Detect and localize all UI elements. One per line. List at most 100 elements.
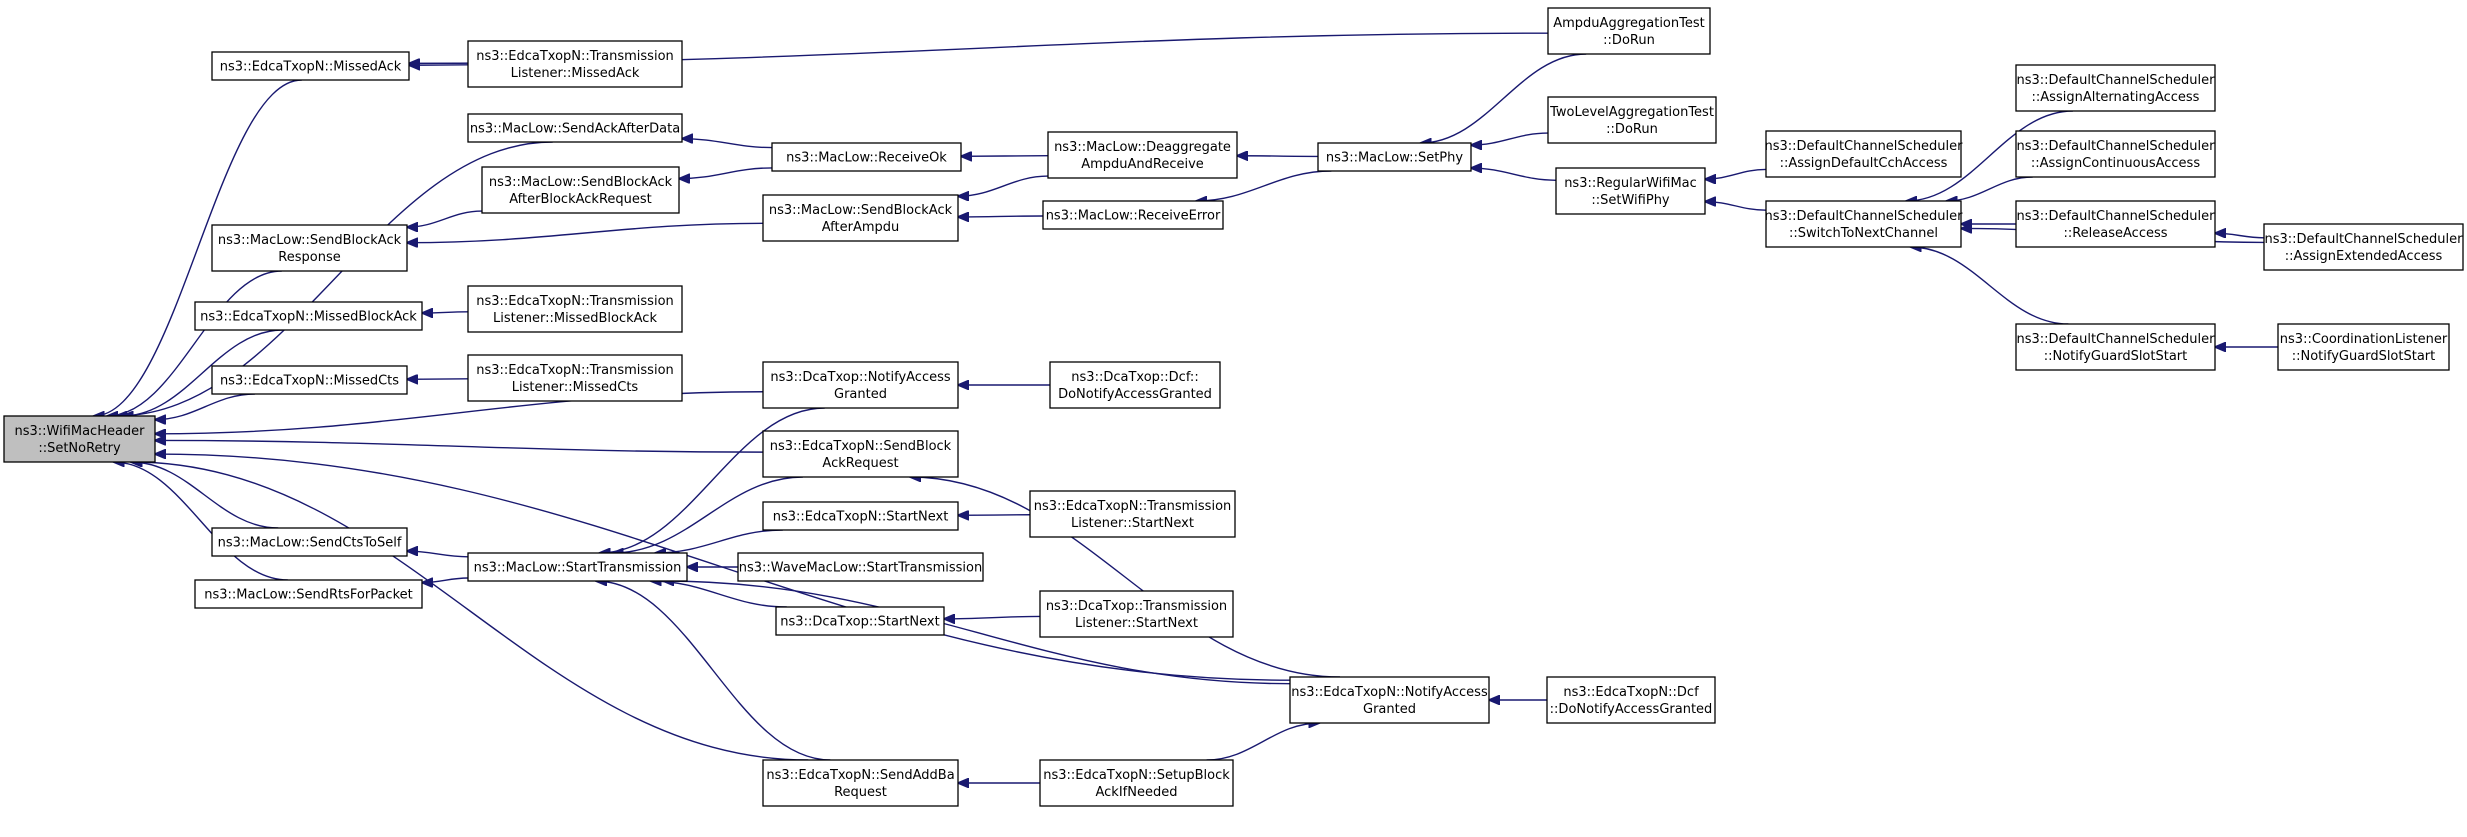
function-node[interactable]: ns3::DcaTxop::TransmissionListener::Star… [1039,590,1234,638]
function-label-line: ns3::MacLow::SendBlockAck [489,175,673,190]
function-node[interactable]: ns3::CoordinationListener::NotifyGuardSl… [2277,323,2450,371]
call-edge-n6-to-n20 [958,175,1049,196]
call-edge-n37-to-n32 [663,581,1291,685]
function-node[interactable]: ns3::MacLow::SendRtsForPacket [194,579,423,609]
function-box [1042,200,1224,230]
function-box [3,415,156,463]
function-box [1039,590,1234,638]
function-label-line: AckIfNeeded [1096,785,1178,800]
function-label-line: ns3::DefaultChannelScheduler [2265,232,2464,247]
function-label-line: Request [834,785,887,800]
call-edge-n32-to-n31 [407,551,469,558]
call-edge-n31-to-n0 [131,462,279,529]
function-node[interactable]: ns3::MacLow::SendBlockAckAfterBlockAckRe… [481,166,680,214]
function-label-line: Listener::MissedAck [511,66,640,81]
function-label-line: ::SetNoRetry [38,441,121,456]
function-node[interactable]: ns3::DefaultChannelScheduler::AssignCont… [2015,130,2216,178]
function-node[interactable]: ns3::EdcaTxopN::TransmissionListener::Mi… [467,40,683,88]
function-node[interactable]: AmpduAggregationTest::DoRun [1547,7,1711,55]
function-node[interactable]: ns3::EdcaTxopN::NotifyAccessGranted [1289,676,1490,724]
function-box [467,552,688,582]
function-label-line: ns3::EdcaTxopN::StartNext [773,510,949,525]
function-node[interactable]: ns3::DefaultChannelScheduler::ReleaseAcc… [2015,200,2216,248]
function-node[interactable]: ns3::DcaTxop::NotifyAccessGranted [762,361,959,409]
function-box [211,224,408,272]
call-edge-n1-to-n0 [94,79,302,416]
function-node[interactable]: ns3::EdcaTxopN::MissedBlockAck [194,301,423,331]
call-edge-n32-to-n34 [422,577,469,583]
call-edge-n28-to-n0 [155,440,764,453]
function-box [467,354,683,402]
function-node[interactable]: ns3::RegularWifiMac::SetWifiPhy [1555,167,1706,215]
function-label-line: ns3::MacLow::SendRtsForPacket [204,588,413,603]
call-edge-n29-to-n32 [655,529,783,553]
function-node[interactable]: ns3::EdcaTxopN::MissedAck [211,51,410,81]
function-box [1546,676,1716,724]
function-label-line: ns3::EdcaTxopN::SendAddBa [766,768,954,783]
function-node[interactable]: ns3::MacLow::StartTransmission [467,552,688,582]
function-node[interactable]: ns3::EdcaTxopN::Dcf::DoNotifyAccessGrant… [1546,676,1716,724]
function-label-line: ns3::MacLow::SendAckAfterData [470,122,680,137]
root-function-node[interactable]: ns3::WifiMacHeader::SetNoRetry [3,415,156,463]
function-label-line: ns3::EdcaTxopN::SetupBlock [1043,768,1230,783]
call-edge-n4-to-n0 [116,141,553,416]
function-label-line: ::AssignAlternatingAccess [2032,90,2200,105]
function-node[interactable]: ns3::DcaTxop::Dcf::DoNotifyAccessGranted [1049,361,1221,409]
function-node[interactable]: ns3::DefaultChannelScheduler::SwitchToNe… [1765,200,1964,248]
function-box [762,501,959,531]
function-label-line: ns3::EdcaTxopN::MissedBlockAck [200,310,417,325]
function-box [762,194,959,242]
function-box [737,552,984,582]
function-label-line: ns3::EdcaTxopN::NotifyAccess [1291,685,1488,700]
function-node[interactable]: ns3::DefaultChannelScheduler::AssignAlte… [2015,64,2216,112]
call-edge-n13-to-n11 [1946,176,2033,201]
call-edge-n5-to-n18 [679,167,773,179]
function-box [2263,223,2464,271]
call-edge-n8-to-n7 [1471,132,1549,145]
function-label-line: Listener::MissedCts [512,380,639,395]
function-label-line: Granted [834,387,887,402]
function-node[interactable]: TwoLevelAggregationTest::DoRun [1547,96,1717,144]
function-node[interactable]: ns3::EdcaTxopN::TransmissionListener::Mi… [467,285,683,333]
function-node[interactable]: ns3::MacLow::ReceiveOk [771,142,962,172]
call-edge-n5-to-n4 [682,139,773,149]
function-node[interactable]: ns3::MacLow::SetPhy [1317,142,1472,172]
function-label-line: ns3::RegularWifiMac [1564,176,1697,191]
function-label-line: ns3::CoordinationListener [2280,332,2448,347]
function-label-line: ns3::DefaultChannelScheduler [2017,209,2216,224]
function-node[interactable]: ns3::EdcaTxopN::TransmissionListener::St… [1029,490,1236,538]
function-label-line: ::NotifyGuardSlotStart [2044,349,2188,364]
function-node[interactable]: ns3::EdcaTxopN::TransmissionListener::Mi… [467,354,683,402]
function-box [2015,200,2216,248]
function-node[interactable]: ns3::MacLow::SendAckAfterData [467,113,683,143]
function-label-line: ns3::EdcaTxopN::Transmission [476,363,674,378]
function-label-line: ns3::MacLow::Deaggregate [1054,140,1231,155]
call-edge-n18-to-n19 [407,210,483,227]
function-box [211,51,410,81]
call-edge-n23-to-n22 [422,312,469,313]
function-label-line: ns3::EdcaTxopN::Transmission [476,49,674,64]
function-node[interactable]: ns3::DcaTxop::StartNext [775,606,945,636]
function-nodes: ns3::WifiMacHeader::SetNoRetryns3::EdcaT… [3,7,2464,807]
function-node[interactable]: ns3::MacLow::ReceiveError [1042,200,1224,230]
function-node[interactable]: ns3::MacLow::SendCtsToSelf [211,527,408,557]
function-node[interactable]: ns3::DefaultChannelScheduler::AssignExte… [2263,223,2464,271]
call-edge-n21-to-n20 [958,216,1044,217]
function-label-line: TwoLevelAggregationTest [1549,105,1714,120]
call-edge-n40-to-n37 [1206,723,1320,761]
function-box [1289,676,1490,724]
function-node[interactable]: ns3::DefaultChannelScheduler::AssignDefa… [1765,130,1964,178]
function-box [775,606,945,636]
function-node[interactable]: ns3::DefaultChannelScheduler::NotifyGuar… [2015,323,2216,371]
function-node[interactable]: ns3::EdcaTxopN::MissedCts [211,365,408,395]
function-node[interactable]: ns3::WaveMacLow::StartTransmission [737,552,984,582]
function-node[interactable]: ns3::EdcaTxopN::StartNext [762,501,959,531]
function-label-line: ns3::MacLow::SendBlockAck [769,203,953,218]
